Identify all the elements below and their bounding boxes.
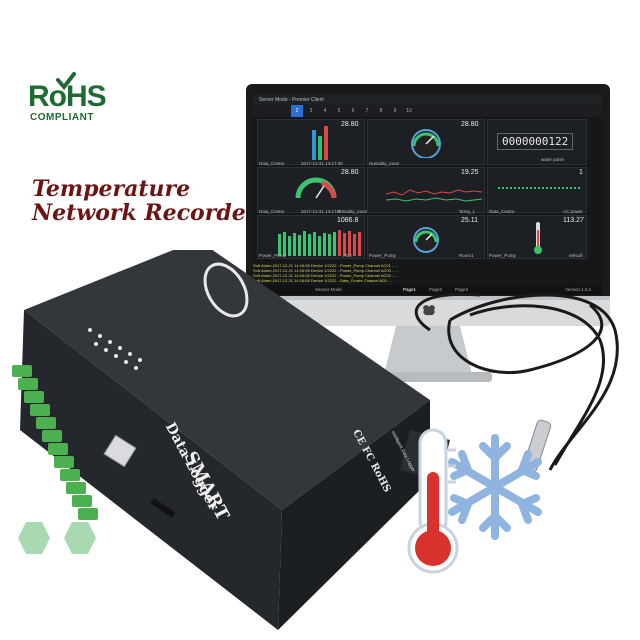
counter-display: 0000000122 <box>497 133 574 150</box>
panel-value: 1086.8 <box>337 217 359 224</box>
alarm-line: Soft Alarm,2017-12-21 14:16:08 Device 1/… <box>253 263 398 268</box>
device-logo-icon <box>203 262 249 318</box>
apple-logo-icon <box>423 305 435 316</box>
panel-value: 1 <box>579 169 583 176</box>
version-label: Version 1.0.1 <box>565 287 592 292</box>
alarm-line: Soft Alarm,2017-12-21 14:16:08 Device 1/… <box>253 273 398 278</box>
screen-tab[interactable]: 4 <box>323 108 327 114</box>
panel-label: Power_Pump <box>369 253 397 258</box>
panel-label: water pulse <box>541 157 565 162</box>
ethernet-port-icon <box>103 434 137 468</box>
data-logger-device-image <box>12 250 450 630</box>
screen-thermometer-icon <box>534 222 542 254</box>
panel-value: 28.80 <box>461 121 479 128</box>
panel-label: AC2 <box>343 253 352 258</box>
screen-tab[interactable]: 3 <box>309 108 313 114</box>
product-title-line-2: Network Recorder <box>32 200 258 226</box>
gauge-dial-icon <box>411 129 441 158</box>
panel-time: 2017-12-21 14:17:00 <box>301 161 343 166</box>
panel-label: Power_Pump <box>259 253 287 258</box>
screen-footer-bar <box>253 285 602 295</box>
screen-panel-pulse <box>487 167 587 213</box>
screen-panel-bars <box>257 215 365 259</box>
screen-panel-gauge <box>367 119 485 165</box>
screen-tab[interactable]: 5 <box>337 108 341 114</box>
screen-panel-semi-gauge <box>257 167 365 213</box>
screen-window-title: Server Mode - Premier Client <box>253 95 602 105</box>
screen-panel-line-chart <box>367 167 485 213</box>
screen-panel-counter <box>487 119 587 165</box>
screen-tab[interactable]: 2 <box>291 105 303 117</box>
panel-value: 113.27 <box>563 217 584 224</box>
monitor-screen: Server Mode - Premier Client 2 3 4 5 6 7… <box>253 95 602 295</box>
panel-value: 28.80 <box>341 121 359 128</box>
thermometer-icon <box>407 428 459 574</box>
screen-tab[interactable]: 9 <box>393 108 397 114</box>
footer-tab[interactable]: Page2 <box>429 287 443 292</box>
decorative-hexagons <box>18 522 96 554</box>
screen-tab[interactable]: 10 <box>406 108 412 114</box>
footer-tab[interactable]: Page1 <box>403 287 417 292</box>
panel-time: 2017-12-21 14:17:00 <box>301 209 343 214</box>
panel-value: 25.11 <box>461 217 478 224</box>
screen-tab-bar <box>253 105 602 117</box>
semicircle-gauge-icon <box>295 177 337 199</box>
rohs-badge-text: RoHS <box>28 80 107 113</box>
panel-label: Data_Centre <box>259 161 285 166</box>
screen-panel-bar-chart <box>257 119 365 165</box>
dial-gauge-icon <box>413 227 439 253</box>
snowflake-icon <box>448 434 542 540</box>
rohs-compliant-text: COMPLIANT <box>30 112 94 123</box>
panel-label: Humidity_room <box>337 209 368 214</box>
line-trend-icon <box>386 189 482 202</box>
bar-chart-icon <box>278 230 361 256</box>
alarm-line: Soft Alarm,2017-12-21 14:16:08 Device 1/… <box>253 268 398 273</box>
product-title-line-1: Temperature <box>32 176 191 202</box>
screen-tab[interactable]: 6 <box>351 108 355 114</box>
panel-label: Data_Centre <box>489 209 515 214</box>
panel-label: eWcall <box>569 253 583 258</box>
panel-label: Data_Centre <box>259 209 285 214</box>
panel-label: Room1 <box>459 253 474 258</box>
vertical-bar-gauge-icon <box>312 126 328 160</box>
panel-value: 19.25 <box>461 169 479 176</box>
footer-tab[interactable]: Page3 <box>455 287 469 292</box>
screen-tab[interactable]: 8 <box>379 108 383 114</box>
rohs-check-icon <box>56 72 76 91</box>
screen-panel-dials <box>367 215 485 259</box>
footer-tab[interactable]: Sensor Mode <box>315 287 342 292</box>
panel-label: AC power <box>563 209 583 214</box>
pulse-dots-icon <box>498 187 582 189</box>
panel-value: 28.80 <box>341 169 359 176</box>
alarm-line: Soft Alarm,2017-12-21 14:16:08 Device 1/… <box>253 278 394 283</box>
panel-label: Power_Pump <box>489 253 517 258</box>
panel-label: Temp_1 <box>459 209 476 214</box>
panel-label: Humidity_room <box>369 161 400 166</box>
screen-panel-thermometer <box>487 215 587 259</box>
screen-tab[interactable]: 7 <box>365 108 369 114</box>
